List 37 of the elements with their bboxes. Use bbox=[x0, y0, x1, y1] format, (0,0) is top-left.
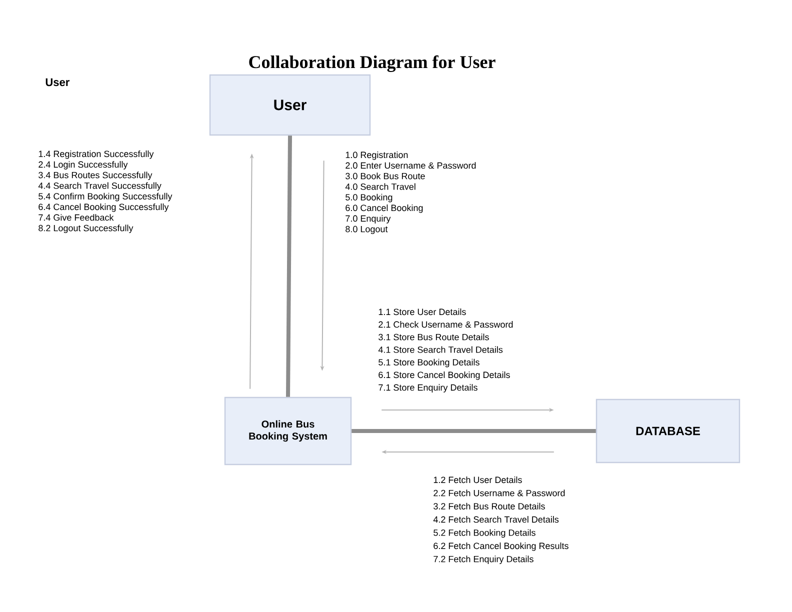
message-label: 7.1 Store Enquiry Details bbox=[378, 384, 478, 392]
object-box: DATABASE bbox=[596, 398, 740, 464]
message-label: 3.2 Fetch Bus Route Details bbox=[434, 502, 545, 510]
object-box: User bbox=[209, 74, 371, 136]
message-label: 5.4 Confirm Booking Successfully bbox=[38, 192, 172, 202]
message-label: 5.0 Booking bbox=[346, 194, 392, 202]
message-label: 7.0 Enquiry bbox=[346, 215, 391, 224]
title: Collaboration Diagram for User bbox=[249, 55, 496, 72]
message-label: 6.1 Store Cancel Booking Details bbox=[378, 371, 510, 380]
message-label: 5.1 Store Booking Details bbox=[378, 358, 480, 368]
message-label: 1.4 Registration Successfully bbox=[38, 150, 154, 159]
message-label: 7.2 Fetch Enquiry Details bbox=[434, 556, 534, 564]
message-label: 6.4 Cancel Booking Successfully bbox=[38, 203, 169, 212]
message-label: 3.4 Bus Routes Successfully bbox=[38, 172, 152, 180]
message-label: 2.4 Login Successfully bbox=[38, 161, 128, 170]
message-label: 4.2 Fetch Search Travel Details bbox=[433, 516, 559, 523]
message-label: 7.4 Give Feedback bbox=[38, 214, 114, 221]
connector bbox=[352, 428, 596, 433]
message-label: 3.1 Store Bus Route Details bbox=[378, 334, 489, 340]
object-box: Online Bus Booking System bbox=[224, 396, 352, 466]
message-label: 5.2 Fetch Booking Details bbox=[434, 529, 536, 538]
message-label: 2.1 Check Username & Password bbox=[378, 321, 513, 328]
message-label: 6.2 Fetch Cancel Booking Results bbox=[434, 542, 568, 551]
message-label: 3.0 Book Bus Route bbox=[346, 172, 425, 180]
message-label: 1.0 Registration bbox=[346, 151, 408, 160]
message-label: 8.0 Logout bbox=[346, 226, 388, 234]
message-label: 8.2 Logout Successfully bbox=[38, 224, 134, 234]
message-label: 4.1 Store Search Travel Details bbox=[378, 346, 503, 353]
message-label: 2.0 Enter Username & Password bbox=[346, 162, 476, 169]
connector bbox=[286, 136, 292, 397]
message-label: 1.1 Store User Details bbox=[378, 308, 466, 316]
message-label: 6.0 Cancel Booking bbox=[346, 204, 423, 213]
message-label: 1.2 Fetch User Details bbox=[434, 476, 522, 484]
actor-label: User bbox=[46, 78, 70, 86]
message-label: 4.0 Search Travel bbox=[345, 183, 416, 190]
message-label: 4.4 Search Travel Successfully bbox=[38, 182, 162, 191]
message-label: 2.2 Fetch Username & Password bbox=[434, 490, 565, 496]
